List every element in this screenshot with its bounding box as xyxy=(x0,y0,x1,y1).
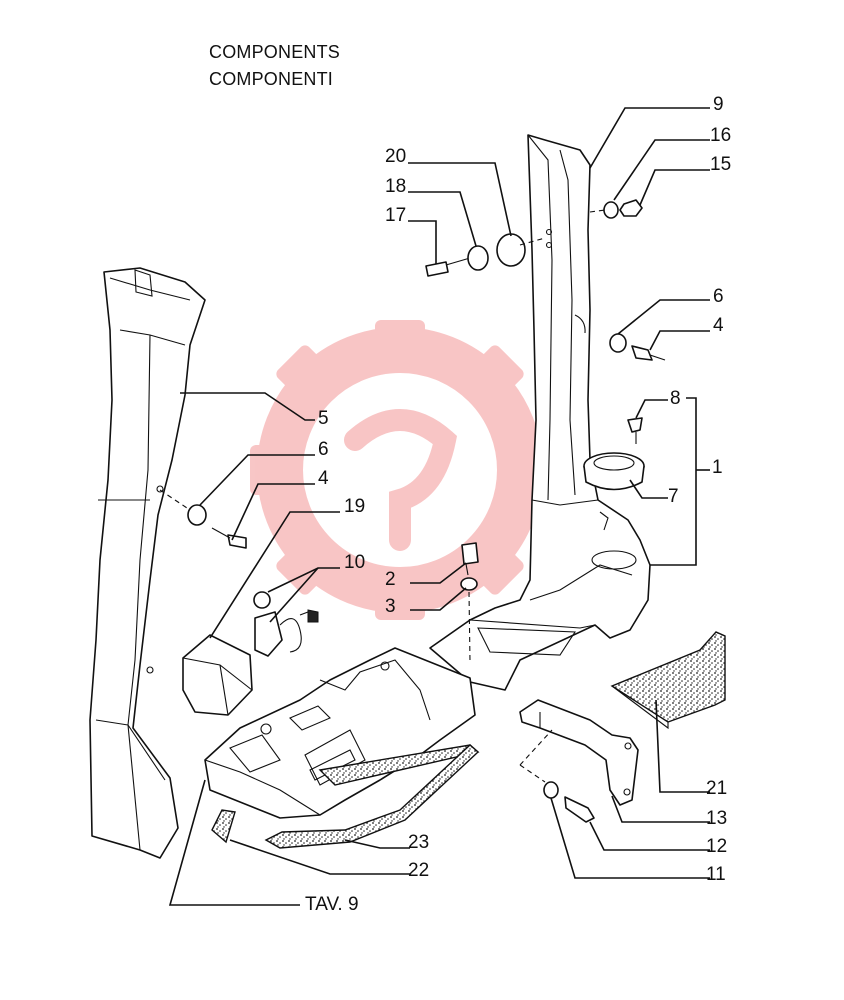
callout-18: 18 xyxy=(385,176,406,197)
switch-with-cable xyxy=(253,591,319,657)
callout-12: 12 xyxy=(706,836,727,857)
bracket xyxy=(519,699,639,806)
callout-21: 21 xyxy=(706,778,727,799)
callout-6-right: 6 xyxy=(713,286,724,307)
callout-15: 15 xyxy=(710,154,731,175)
callout-10: 10 xyxy=(344,552,365,573)
callout-1: 1 xyxy=(712,457,723,478)
callout-4-left: 4 xyxy=(318,468,329,489)
heading-line-2: COMPONENTI xyxy=(209,69,334,89)
callout-7: 7 xyxy=(668,486,679,507)
callout-17: 17 xyxy=(385,205,406,226)
callout-19: 19 xyxy=(344,496,365,517)
left-column-cover xyxy=(89,267,206,859)
gear-logo-icon xyxy=(250,320,550,620)
callout-22: 22 xyxy=(408,860,429,881)
callout-6-left: 6 xyxy=(318,439,329,460)
heading-line-1: COMPONENTS xyxy=(209,42,341,62)
callout-8: 8 xyxy=(670,388,681,409)
steering-column-support xyxy=(429,134,651,691)
screw-washer-left xyxy=(159,489,247,549)
callout-3: 3 xyxy=(385,596,396,617)
switch-box xyxy=(182,634,253,716)
callout-23: 23 xyxy=(408,832,429,853)
bolt-and-washer xyxy=(460,542,479,663)
screw-washer-bottom xyxy=(519,729,595,823)
callout-9: 9 xyxy=(713,94,724,115)
seal-strip-22 xyxy=(211,809,236,844)
callout-2: 2 xyxy=(385,569,396,590)
callout-13: 13 xyxy=(706,808,727,829)
screw-8 xyxy=(627,417,643,444)
floor-plate xyxy=(204,647,480,819)
callout-16: 16 xyxy=(710,125,731,146)
callout-tav-9: TAV. 9 xyxy=(305,894,359,915)
floor-mat xyxy=(610,631,726,730)
hardware-set xyxy=(425,199,643,277)
leader-lines xyxy=(168,107,710,906)
callout-labels: 9 16 15 20 18 17 6 4 8 1 7 5 6 4 19 10 2… xyxy=(305,94,731,915)
callout-11: 11 xyxy=(706,864,726,885)
callout-4-right: 4 xyxy=(713,315,724,336)
callout-5: 5 xyxy=(318,408,329,429)
seal-strip-23 xyxy=(264,744,480,849)
callout-20: 20 xyxy=(385,146,406,167)
